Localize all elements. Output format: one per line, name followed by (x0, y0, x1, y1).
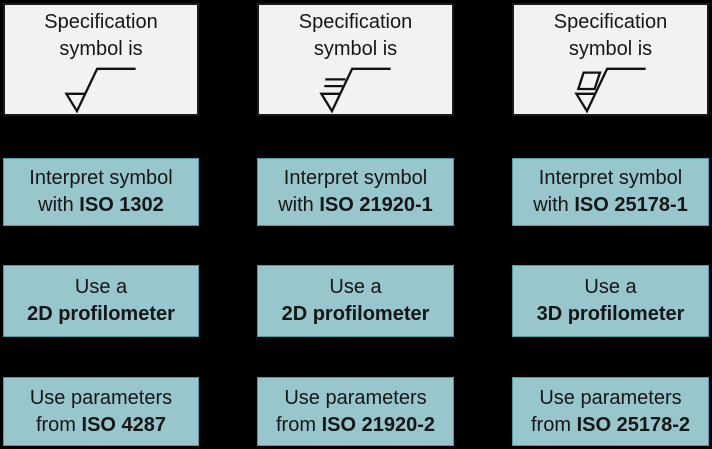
instrument-line2: 2D profilometer (282, 301, 430, 328)
instrument-box-2d: Use a 2D profilometer (257, 265, 454, 337)
spec-title-line1: Specification (44, 11, 158, 33)
instrument-box-2d: Use a 2D profilometer (3, 265, 199, 337)
interpret-line2-prefix: with (38, 194, 80, 216)
instrument-line2: 3D profilometer (537, 301, 685, 328)
parameters-line1: Use parameters (284, 386, 427, 409)
parameters-line2-prefix: from (531, 413, 577, 436)
interpret-standard: ISO 21920-1 (319, 194, 433, 216)
parameters-line2: from ISO 4287 (36, 412, 166, 439)
instrument-line1: Use a (329, 276, 382, 298)
spec-symbol-box-iso25178: Specification symbol is (512, 3, 709, 116)
interpret-box-iso25178-1: Interpret symbol with ISO 25178-1 (512, 158, 709, 226)
surface-symbol-profile-icon (318, 67, 391, 114)
instrument-line1: Use a (584, 276, 637, 298)
spec-title-line2: symbol is (313, 38, 398, 60)
interpret-line2: with ISO 1302 (38, 192, 164, 219)
surface-symbol-basic-icon (64, 67, 136, 114)
interpret-line2-prefix: with (533, 194, 575, 216)
spec-symbol-box-iso21920: Specification symbol is (257, 3, 454, 116)
parameters-standard: ISO 4287 (81, 413, 167, 436)
parameters-line2-prefix: from (35, 413, 82, 436)
interpret-line1: Interpret symbol (283, 167, 428, 189)
instrument-type: 3D profilometer (536, 303, 685, 325)
instrument-box-3d: Use a 3D profilometer (512, 265, 709, 337)
parameters-line2-prefix: from (276, 413, 322, 436)
parameters-box-iso21920-2: Use parameters from ISO 21920-2 (257, 377, 454, 446)
parameters-line1: Use parameters (29, 386, 173, 409)
spec-symbol-box-iso1302: Specification symbol is (3, 3, 199, 116)
interpret-line1: Interpret symbol (29, 167, 173, 189)
interpret-line2: with ISO 21920-1 (278, 192, 433, 219)
instrument-type: 2D profilometer (281, 303, 430, 325)
parameters-standard: ISO 21920-2 (321, 413, 435, 436)
interpret-line2-prefix: with (278, 194, 320, 216)
spec-title-line1: Specification (298, 11, 413, 33)
interpret-standard: ISO 1302 (79, 194, 164, 216)
interpret-line1: Interpret symbol (538, 167, 683, 189)
instrument-type: 2D profilometer (27, 303, 175, 325)
parameters-line2: from ISO 21920-2 (276, 412, 435, 439)
interpret-line2: with ISO 25178-1 (533, 192, 688, 219)
surface-symbol-areal-icon (573, 67, 646, 114)
parameters-line1: Use parameters (539, 386, 682, 409)
spec-title-line2: symbol is (568, 38, 653, 60)
parameters-line2: from ISO 25178-2 (531, 412, 690, 439)
instrument-line1: Use a (74, 276, 128, 298)
interpret-box-iso21920-1: Interpret symbol with ISO 21920-1 (257, 158, 454, 226)
parameters-box-iso4287: Use parameters from ISO 4287 (3, 377, 199, 446)
interpret-standard: ISO 25178-1 (574, 194, 688, 216)
spec-title-line1: Specification (553, 11, 668, 33)
instrument-line2: 2D profilometer (27, 301, 175, 328)
parameters-standard: ISO 25178-2 (576, 413, 690, 436)
interpret-box-iso1302: Interpret symbol with ISO 1302 (3, 158, 199, 226)
spec-title-line2: symbol is (59, 38, 143, 60)
parameters-box-iso25178-2: Use parameters from ISO 25178-2 (512, 377, 709, 446)
